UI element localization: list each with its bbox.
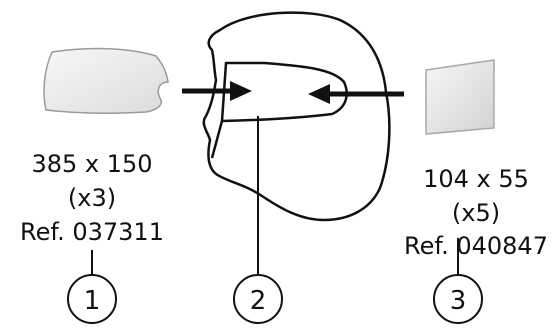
right-part-size: 104 x 55 xyxy=(423,165,529,193)
center-part-group: 2 xyxy=(202,11,391,324)
left-callout-number: 1 xyxy=(84,286,101,316)
left-callout-circle xyxy=(67,274,117,324)
insert-arrows xyxy=(182,81,404,104)
cover-plate-icon xyxy=(425,59,495,135)
right-part-group: 104 x 55 (x5) Ref. 040847 3 xyxy=(404,59,548,324)
left-part-group: 385 x 150 (x3) Ref. 037311 1 xyxy=(20,47,169,324)
right-arrow-head xyxy=(308,84,330,104)
right-part-reference: Ref. 040847 xyxy=(404,232,548,260)
left-part-reference: Ref. 037311 xyxy=(20,218,164,246)
center-callout-number: 2 xyxy=(250,286,267,316)
left-part-size: 385 x 150 xyxy=(31,150,152,178)
hood-window-outline xyxy=(220,61,348,123)
right-callout-number: 3 xyxy=(450,286,467,316)
right-part-quantity: (x5) xyxy=(452,199,500,227)
center-callout-circle xyxy=(233,274,283,324)
left-arrow-head xyxy=(230,81,252,101)
visor-lens-icon xyxy=(43,47,169,115)
hood-chin-line xyxy=(210,120,224,159)
left-part-quantity: (x3) xyxy=(68,184,116,212)
right-callout-circle xyxy=(433,274,483,324)
